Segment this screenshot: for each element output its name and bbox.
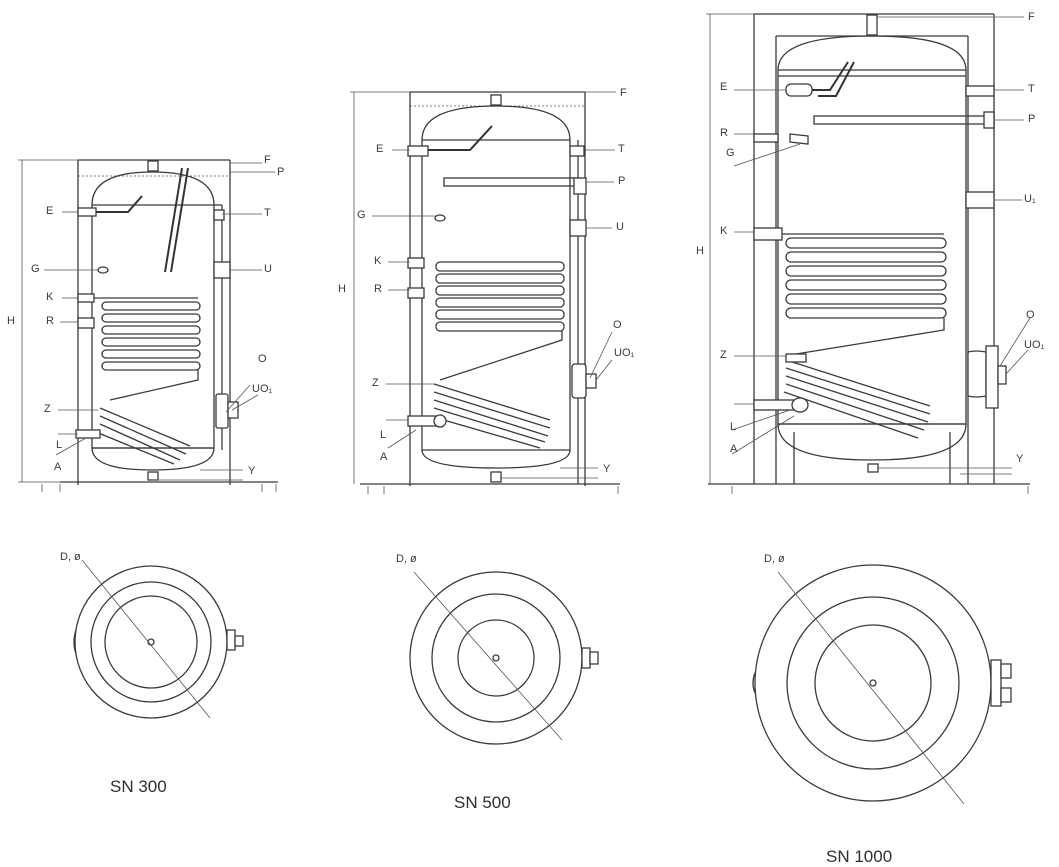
sn1000-lower-coil xyxy=(783,359,931,439)
sn500-label-u: U xyxy=(616,221,624,233)
sn300-label-u: U xyxy=(264,263,272,275)
sn300-top-fitting-f xyxy=(147,160,159,172)
sn500-label-r: R xyxy=(374,283,382,295)
sn500-label-f: F xyxy=(620,87,627,99)
sn1000-label-z: Z xyxy=(720,349,727,361)
sn300-label-t: T xyxy=(264,207,271,219)
sn500-label-k: K xyxy=(374,255,382,267)
sn1000-plan: D, ø SN 1000 xyxy=(752,553,1012,866)
sn1000-label-t: T xyxy=(1028,83,1035,95)
sn300-label-o: O xyxy=(258,353,267,365)
sn1000-coil xyxy=(782,233,947,355)
sn500-label-h: H xyxy=(338,283,346,295)
sn500-label-a: A xyxy=(380,451,388,463)
sn300-coil xyxy=(94,297,201,401)
sn500-label-d: D, ø xyxy=(396,553,417,565)
sn300-label-z: Z xyxy=(44,403,51,415)
sn1000-label-d: D, ø xyxy=(764,553,785,565)
sn1000-elevation: F T P U₁ O UO₁ Y E R G K Z L A H xyxy=(696,11,1045,494)
sn1000-label-l: L xyxy=(730,421,736,433)
sn300-label-k: K xyxy=(46,291,54,303)
sn300-label-f: F xyxy=(264,154,271,166)
sn500-label-e: E xyxy=(376,143,383,155)
sn1000-label-f: F xyxy=(1028,11,1035,23)
sn1000-label-g: G xyxy=(726,147,735,159)
sn500-lower-coil xyxy=(429,383,551,449)
sn300-label-r: R xyxy=(46,315,54,327)
sn300-elevation: F P T U O UO₁ Y E G K R Z L A H xyxy=(7,154,284,492)
sn1000-label-e: E xyxy=(720,81,727,93)
sn300-label-d: D, ø xyxy=(60,551,81,563)
sn300-lower-coil xyxy=(95,407,191,465)
sn300-label-g: G xyxy=(31,263,40,275)
sn300-label-p: P xyxy=(277,166,284,178)
sn300-label-y: Y xyxy=(248,465,256,477)
sn1000-label-k: K xyxy=(720,225,728,237)
sn500-coil xyxy=(435,261,565,381)
sn1000-label-uo: UO₁ xyxy=(1024,339,1045,351)
sn500-elevation: F T P U O UO₁ Y E G K R Z L A H xyxy=(338,87,635,494)
sn1000-caption: SN 1000 xyxy=(826,847,892,866)
sn1000-label-h: H xyxy=(696,245,704,257)
sn500-label-o: O xyxy=(613,319,622,331)
sn300-label-a: A xyxy=(54,461,62,473)
sn1000-label-p: P xyxy=(1028,113,1035,125)
sn300-label-h: H xyxy=(7,315,15,327)
sn300-label-uo: UO₁ xyxy=(252,383,273,395)
sn300-plan: D, ø SN 300 xyxy=(60,551,244,796)
sn500-label-t: T xyxy=(618,143,625,155)
sn300-label-l: L xyxy=(56,439,62,451)
sn500-label-p: P xyxy=(618,175,625,187)
sn500-label-y: Y xyxy=(603,463,611,475)
sn500-label-uo: UO₁ xyxy=(614,347,635,359)
sn300-label-e: E xyxy=(46,205,53,217)
sn500-label-g: G xyxy=(357,209,366,221)
sn300-caption: SN 300 xyxy=(110,777,167,796)
sn500-plan: D, ø SN 500 xyxy=(396,553,599,812)
sn500-caption: SN 500 xyxy=(454,793,511,812)
sn500-label-l: L xyxy=(380,429,386,441)
sn500-label-z: Z xyxy=(372,377,379,389)
sn1000-label-a: A xyxy=(730,443,738,455)
sn1000-label-y: Y xyxy=(1016,453,1024,465)
sn1000-label-r: R xyxy=(720,127,728,139)
sn1000-label-u: U₁ xyxy=(1024,193,1036,205)
sn1000-label-o: O xyxy=(1026,309,1035,321)
